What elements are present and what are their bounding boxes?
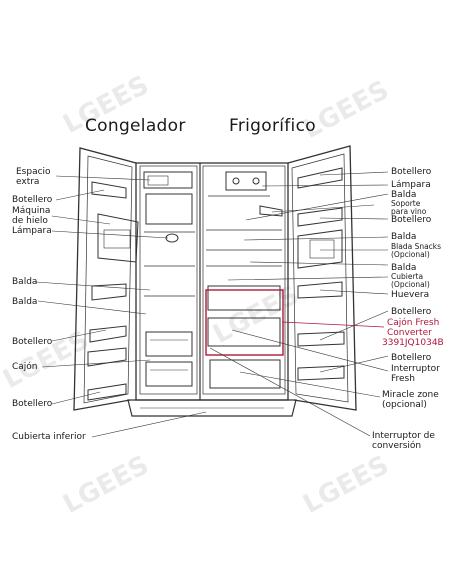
label-botellero-right-1: Botellero	[391, 167, 432, 177]
cabinet-body	[135, 162, 289, 401]
freezer-drawer-1	[145, 331, 193, 357]
fridge-door-bin-3	[297, 229, 343, 269]
label-opcional-2: (Opcional)	[391, 280, 430, 289]
left-leader-lines	[35, 175, 207, 438]
freezer-top-box	[147, 175, 169, 186]
label-interruptor-conversion: Interruptor de conversión	[372, 431, 435, 451]
label-opcional-1: (Opcional)	[391, 250, 430, 259]
label-botellero-right-3: Botellero	[391, 307, 432, 317]
label-interruptor-fresh-line1: Interruptor	[391, 364, 440, 374]
label-interruptor-conversion-line1: Interruptor de	[372, 431, 435, 441]
freezer-ice-bin	[145, 193, 193, 225]
fresh-drawer-upper	[207, 285, 281, 311]
label-botellero-left-1: Botellero	[12, 195, 53, 205]
label-blada-snacks-text: Blada Snacks	[391, 242, 442, 251]
label-botellero-right-4: Botellero	[391, 353, 432, 363]
label-huevera: Huevera	[391, 290, 430, 300]
label-cubierta: Cubierta (Opcional)	[391, 273, 430, 289]
fridge-control-knob-1	[232, 177, 240, 185]
label-espacio-extra-line1: Espacio	[16, 167, 51, 177]
fridge-door-bin-5	[297, 365, 345, 381]
fridge-door-bin-2	[297, 207, 343, 227]
freezer-door-bin-1	[91, 181, 127, 199]
label-lampara-left: Lámpara	[12, 226, 52, 236]
freezer-title: Congelador	[85, 116, 186, 136]
label-interruptor-fresh: Interruptor Fresh	[391, 364, 440, 384]
miracle-zone	[209, 359, 281, 389]
label-interruptor-conversion-line2: conversión	[372, 441, 422, 451]
fridge-door	[287, 145, 357, 411]
freezer-door-inner	[83, 155, 133, 404]
fridge-title: Frigorífico	[229, 116, 316, 136]
label-balda-left-1: Balda	[12, 277, 38, 287]
label-cajon-fresh: Cajón Fresh Converter 3391JQ1034B	[382, 318, 444, 348]
label-cubierta-inferior: Cubierta inferior	[12, 432, 86, 442]
ice-maker-window	[103, 229, 131, 249]
fridge-control-panel	[225, 171, 267, 191]
label-maquina-hielo-line1: Máquina	[12, 206, 51, 216]
label-balda-right-3: Balda	[391, 263, 417, 273]
label-cajon: Cajón	[12, 362, 38, 372]
label-blada-snacks: Blada Snacks (Opcional)	[391, 243, 441, 259]
freezer-door-bin-5	[87, 383, 127, 401]
right-leader-lines	[209, 171, 389, 437]
fridge-door-dispenser	[309, 239, 335, 259]
label-cajon-fresh-line1: Cajón Fresh	[387, 318, 440, 328]
label-soporte-vino-text: Soporte para vino	[391, 199, 427, 216]
fresh-drawer-lower	[207, 317, 281, 347]
freezer-compartment	[139, 165, 198, 395]
label-espacio-extra: Espacio extra	[16, 167, 51, 187]
freezer-drawer-2	[145, 361, 193, 387]
label-botellero-right-2: Botellero	[391, 215, 432, 225]
label-miracle-zone-line2: (opcional)	[382, 400, 427, 410]
label-maquina-hielo: Máquina de hielo	[12, 206, 50, 226]
label-cubierta-text: Cubierta	[391, 272, 424, 281]
bottom-cover	[127, 399, 297, 417]
label-espacio-extra-line2: extra	[16, 177, 40, 187]
fridge-door-bin-4	[297, 331, 345, 347]
label-soporte-vino: Soporte para vino	[391, 200, 439, 216]
label-part-number: 3391JQ1034B	[382, 338, 444, 348]
label-balda-right-2: Balda	[391, 232, 417, 242]
fridge-control-knob-2	[252, 177, 260, 185]
fridge-door-inner	[291, 153, 349, 403]
label-maquina-hielo-line2: de hielo	[12, 216, 48, 226]
label-miracle-zone: Miracle zone (opcional)	[382, 390, 439, 410]
label-interruptor-fresh-line2: Fresh	[391, 374, 415, 384]
wine-rack	[259, 205, 283, 217]
label-balda-left-2: Balda	[12, 297, 38, 307]
freezer-door-bin-3	[89, 325, 127, 343]
label-balda-right-1: Balda	[391, 190, 417, 200]
egg-tray	[297, 281, 343, 299]
label-lampara-right: Lámpara	[391, 180, 431, 190]
freezer-door-bin-2	[91, 283, 127, 301]
fridge-door-bin-1	[297, 167, 343, 189]
ice-maker	[97, 213, 139, 263]
label-botellero-left-2: Botellero	[12, 337, 53, 347]
label-cajon-fresh-line2: Converter	[387, 328, 432, 338]
label-botellero-left-3: Botellero	[12, 399, 53, 409]
label-miracle-zone-line1: Miracle zone	[382, 390, 439, 400]
fridge-compartment	[202, 165, 286, 395]
freezer-door-bin-4	[87, 347, 127, 367]
freezer-door	[73, 147, 137, 411]
fresh-converter-highlight	[205, 289, 284, 356]
